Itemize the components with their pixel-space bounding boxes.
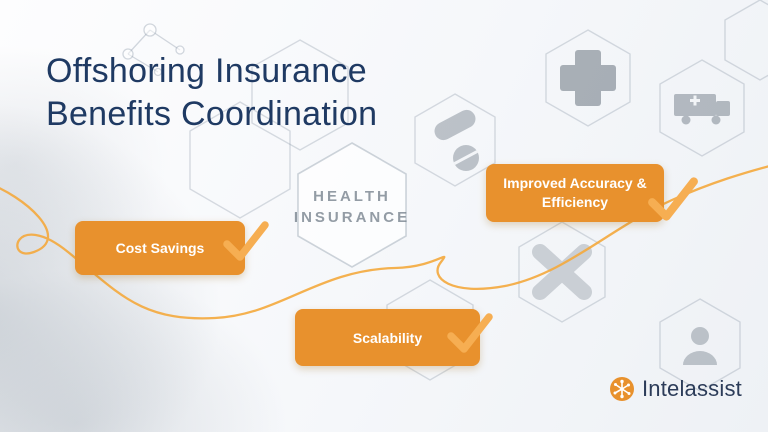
slide-title: Offshoring Insurance Benefits Coordinati… <box>46 50 377 136</box>
pills-icon <box>434 109 479 171</box>
hexagon-outline <box>724 0 768 81</box>
medical-cross-icon <box>560 50 616 106</box>
hexagon-outline <box>414 93 496 187</box>
benefit-box-cost-savings: Cost Savings <box>75 221 245 275</box>
hexagon-outline <box>659 59 745 157</box>
bandage-icon <box>532 244 592 300</box>
watermark-insurance: INSURANCE <box>294 209 410 226</box>
watermark-health: HEALTH <box>313 188 391 205</box>
benefit-box-scalability: Scalability <box>295 309 480 366</box>
benefit-label: Improved Accuracy & Efficiency <box>503 175 647 210</box>
doctor-icon <box>683 327 717 365</box>
health-insurance-hexagon <box>297 142 407 268</box>
benefit-label: Cost Savings <box>115 240 205 256</box>
slide-title-line2: Benefits Coordination <box>46 94 378 133</box>
ambulance-icon <box>674 94 730 125</box>
hexagon-outline <box>545 29 631 127</box>
logo-text: Intelassist <box>641 376 742 401</box>
company-logo: Intelassist <box>609 376 742 402</box>
slide-title-line1: Offshoring Insurance <box>46 52 367 90</box>
intelassist-logo-icon <box>609 377 634 401</box>
benefit-box-accuracy-efficiency: Improved Accuracy & Efficiency <box>486 164 664 222</box>
hexagon-outline <box>518 221 606 323</box>
benefit-label: Scalability <box>352 329 423 346</box>
